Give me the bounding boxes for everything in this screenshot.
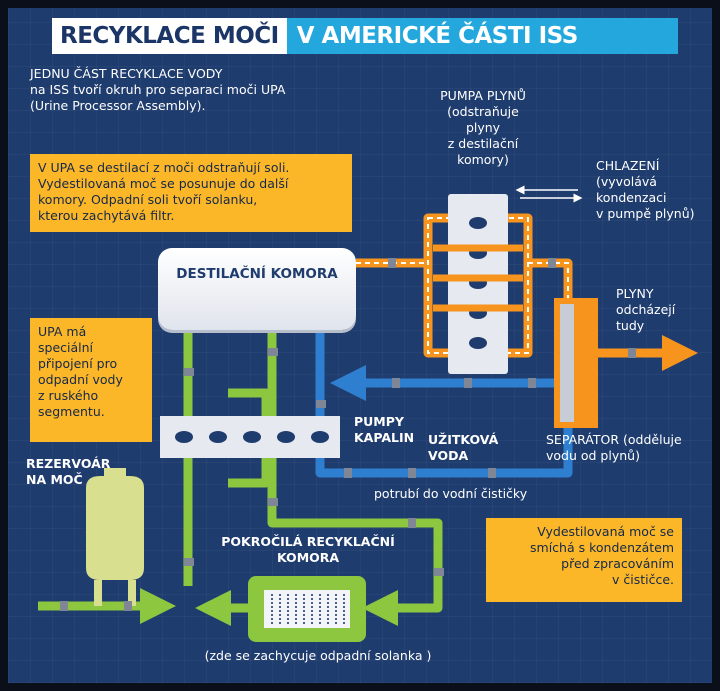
orange-pipe-pump-to-separator — [528, 258, 573, 303]
service-water-label: UŽITKOVÁ VODA — [428, 432, 499, 463]
brine-note: (zde se zachycuje odpadní solanka ) — [204, 648, 432, 663]
gases-label: PLYNY odcházejí tudy — [616, 286, 676, 333]
distillation-chamber-label: DESTILAČNÍ KOMORA — [176, 266, 338, 282]
title-banner: RECYKLACE MOČI V AMERICKÉ ČÁSTI ISS — [52, 18, 678, 54]
reservoir-label: REZERVOÁR NA MOČ — [26, 456, 111, 487]
fluid-pumps-label: PUMPY KAPALIN — [354, 414, 415, 445]
cooling-arrows — [515, 185, 583, 203]
infographic-canvas: RECYKLACE MOČI V AMERICKÉ ČÁSTI ISS JEDN… — [8, 8, 712, 683]
green-pipe-chamber-down — [267, 330, 443, 613]
fluid-pumps-ports — [175, 431, 329, 443]
advanced-chamber-filter — [264, 590, 350, 628]
callout-mix: Vydestilovaná moč se smíchá s kondenzáte… — [486, 518, 682, 602]
pipe-diagram — [38, 185, 698, 642]
urine-reservoir — [86, 468, 144, 606]
advanced-chamber-label: POKROČILÁ RECYKLAČNÍ KOMORA — [221, 534, 395, 565]
pipe-to-cleaner-label: potrubí do vodní čističky — [374, 486, 528, 501]
intro-text: JEDNU ČÁST RECYKLACE VODY na ISS tvoří o… — [30, 66, 286, 113]
pipe-joints — [60, 258, 636, 611]
callout-russian-segment: UPA má speciální připojení pro odpadní v… — [30, 318, 152, 442]
separator-inner — [560, 304, 574, 422]
title-part-2: V AMERICKÉ ČÁSTI ISS — [286, 18, 678, 54]
cooling-label: CHLAZENÍ (vyvolává kondenzaci v pumpě pl… — [596, 158, 695, 221]
distillation-chamber: DESTILAČNÍ KOMORA — [158, 248, 356, 330]
gas-pump-label: PUMPA PLYNŮ (odstraňuje plyny z destilač… — [440, 88, 526, 167]
callout-distillation: V UPA se destilací z moči odstraňují sol… — [30, 154, 352, 232]
title-part-1: RECYKLACE MOČI — [60, 23, 279, 49]
separator-label: SEPARÁTOR (odděluje vodu od plynů) — [546, 432, 682, 463]
